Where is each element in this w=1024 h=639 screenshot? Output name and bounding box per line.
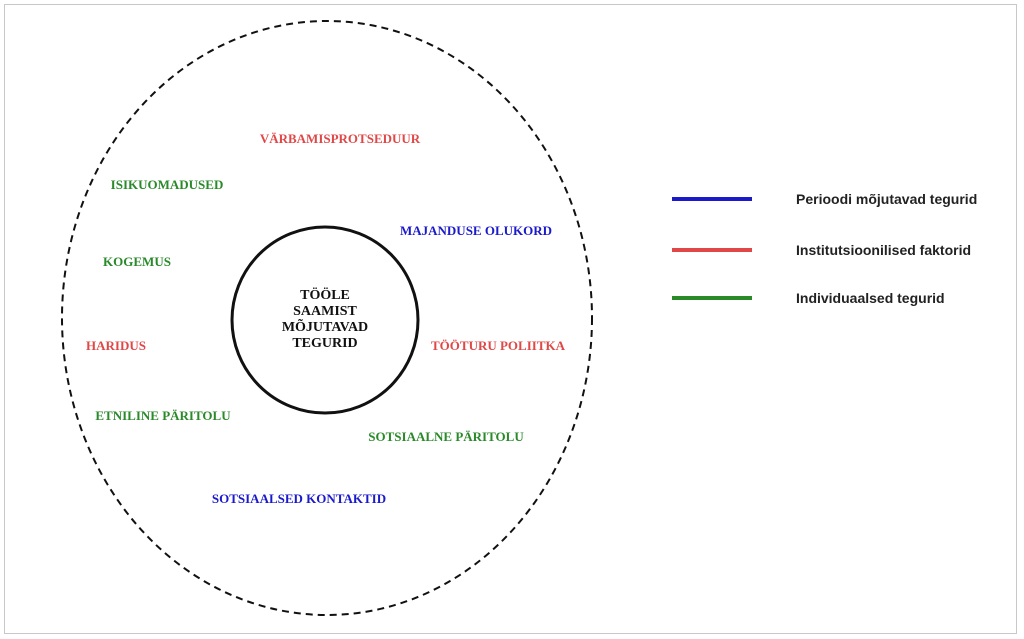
factor-label: TÖÖTURU POLIITKA: [431, 338, 565, 353]
center-line: TÖÖLE: [300, 288, 350, 303]
factor-label: VÄRBAMISPROTSEDUUR: [259, 131, 421, 146]
diagram-frame: [4, 4, 1017, 634]
factor-label: MAJANDUSE OLUKORD: [399, 223, 553, 238]
factor-label: ISIKUOMADUSED: [110, 177, 224, 192]
center-line: MÕJUTAVAD: [281, 320, 369, 335]
factor-label: SOTSIAALNE PÄRITOLU: [368, 429, 524, 444]
inner-circle: [230, 225, 420, 415]
factor-label: ETNILINE PÄRITOLU: [95, 408, 231, 423]
legend-label-institutional: Institutsioonilised faktorid: [796, 242, 972, 258]
center-line: TEGURID: [292, 336, 358, 351]
center-title: TÖÖLE SAAMIST MÕJUTAVAD TEGURID: [282, 288, 368, 352]
outer-dashed-ellipse: [61, 20, 593, 616]
legend-label-individual: Individuaalsed tegurid: [796, 290, 945, 306]
factor-label: KOGEMUS: [103, 254, 171, 269]
factor-label: HARIDUS: [86, 338, 146, 353]
legend-label-period: Perioodi mõjutavad tegurid: [796, 191, 978, 207]
center-line: SAAMIST: [293, 304, 357, 319]
factor-label: SOTSIAALSED KONTAKTID: [211, 491, 387, 506]
